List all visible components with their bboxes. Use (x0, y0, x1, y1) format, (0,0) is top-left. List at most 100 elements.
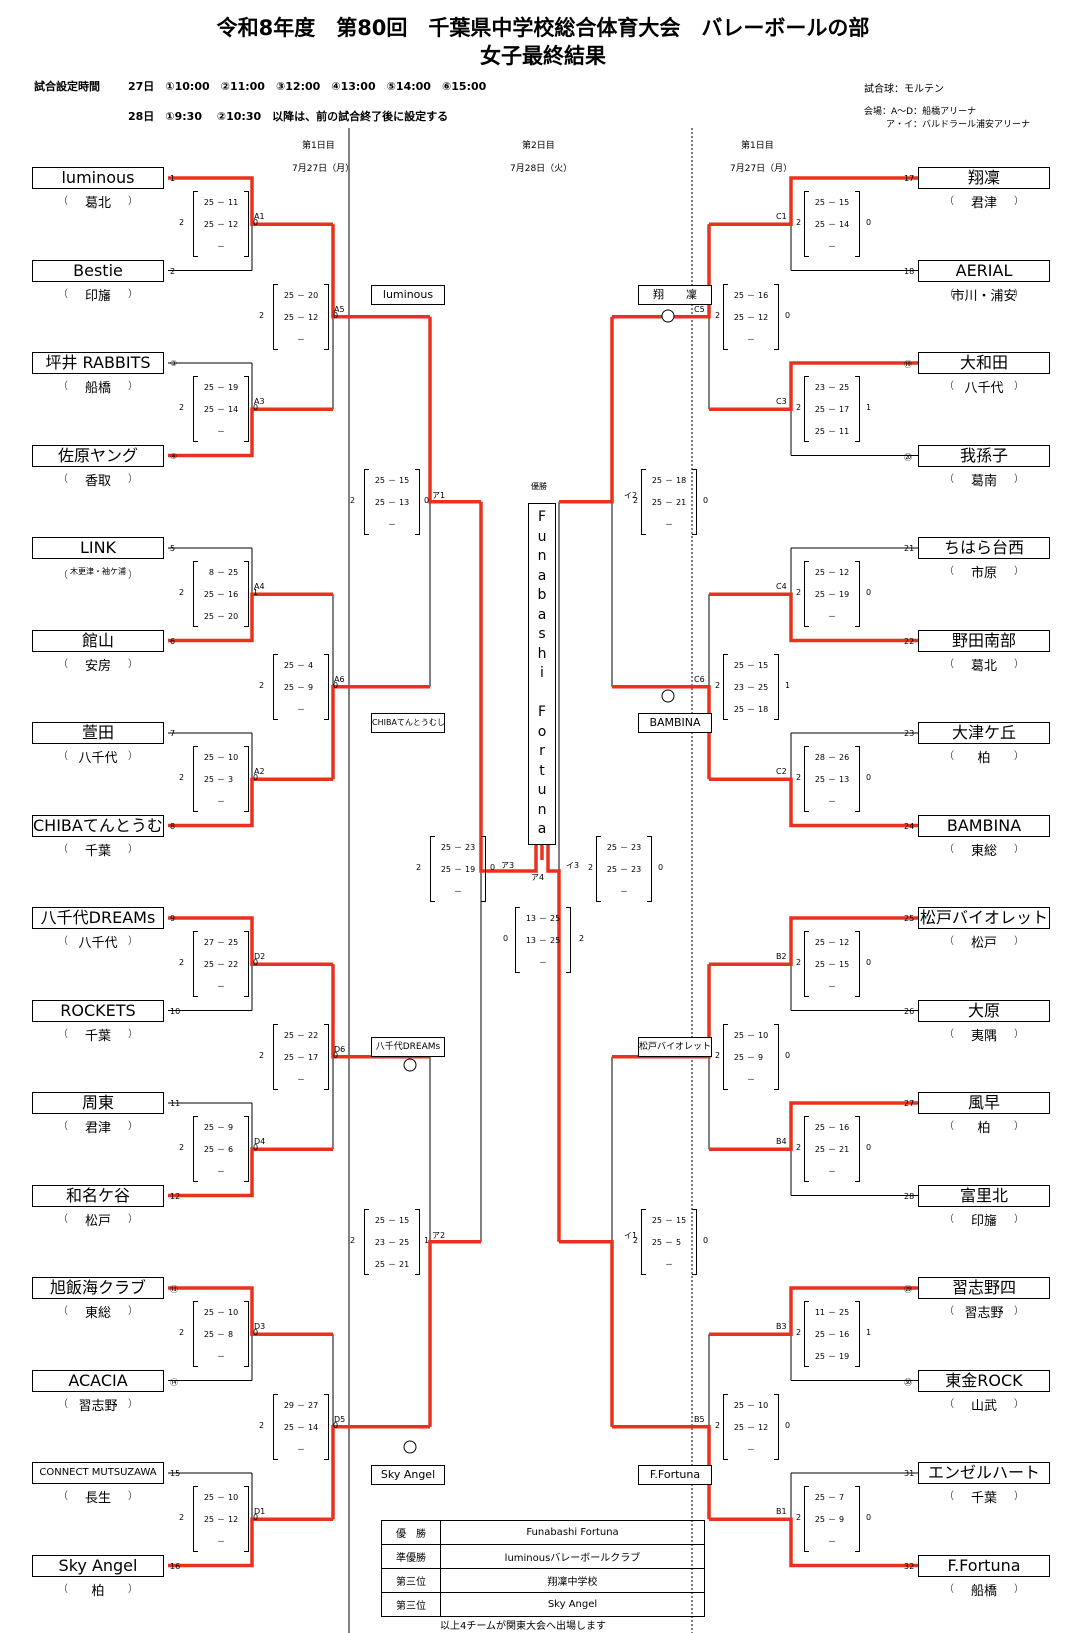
score-right: 18 (758, 704, 769, 714)
score-right: 22 (308, 1030, 319, 1040)
paren-close: ） (1014, 1121, 1024, 1132)
score-right: 23 (631, 865, 642, 874)
team-region: （松戸） (918, 932, 1050, 951)
team-region: （君津） (32, 1117, 164, 1136)
team-region-name: 葛北 (970, 658, 997, 674)
mid-day-date: 7月28日（火） (510, 164, 573, 174)
score-row: － (729, 1074, 773, 1085)
sets-won-left: 2 (796, 773, 802, 783)
score-left: 25 (440, 865, 451, 874)
sets-won-right: 1 (785, 680, 791, 690)
team-region: （市原） (918, 562, 1050, 581)
score-dash: － (217, 938, 225, 948)
bracket-left (273, 1023, 278, 1090)
bracket-right (244, 1486, 249, 1553)
match-label: A6 (334, 674, 345, 684)
bracket-left (273, 653, 278, 720)
score-dash: － (217, 1145, 225, 1155)
score-dash: － (217, 198, 225, 208)
sets-won-right: 0 (703, 1235, 709, 1245)
match-label: D3 (254, 1322, 266, 1332)
team-region-name: 千葉 (84, 1028, 111, 1044)
team-region: （八千代） (32, 932, 164, 951)
score-right: 15 (839, 198, 850, 208)
score-dash: － (747, 1030, 755, 1040)
score-left: 25 (203, 1330, 214, 1340)
score-left: 25 (733, 312, 744, 322)
team-region-name: 君津 (970, 196, 997, 211)
sets-won-right: 0 (253, 218, 259, 228)
bracket-left (641, 468, 646, 535)
sets-won-right: 0 (866, 1143, 872, 1153)
score-dash: － (665, 1259, 673, 1269)
team-name: 大和田 (918, 352, 1050, 374)
team-region: （葛南） (918, 470, 1050, 489)
team-name: 和名ケ谷 (32, 1184, 164, 1207)
team-seed: 9 (170, 914, 176, 923)
score-right: 25 (399, 1237, 410, 1247)
match-label: ア3 (501, 861, 515, 870)
team-region-name: 柏 (977, 751, 991, 766)
team-seed: 7 (170, 729, 176, 738)
score-row: 25－15 (370, 475, 414, 486)
sets-won-right: 0 (253, 403, 259, 413)
score-row: 25－15 (729, 660, 773, 671)
score-row: 25－10 (729, 1400, 773, 1411)
paren-close: ） (1014, 751, 1024, 762)
paren-open: （ (944, 566, 954, 577)
score-dash: － (217, 1493, 225, 1503)
score-right: 25 (839, 383, 850, 393)
sets-won-left: 2 (715, 310, 721, 320)
champion-name: F u n a b a s h i F o r t u n a (528, 503, 556, 845)
match-label: ア1 (432, 490, 446, 500)
score-dash: － (828, 405, 836, 415)
score-row: 25－21 (647, 497, 691, 508)
score-right: 23 (631, 843, 642, 852)
paren-open: （ (58, 843, 68, 855)
bracket-right (774, 1023, 779, 1090)
score-left: 25 (203, 753, 214, 763)
paren-close: ） (128, 658, 138, 670)
score-row: 25－20 (199, 611, 243, 622)
score-row: 25－11 (199, 197, 243, 208)
score-row: － (199, 1536, 243, 1547)
score-left: 25 (606, 843, 617, 852)
team-seed: 27 (904, 1099, 915, 1108)
paren-open: （ (944, 473, 954, 485)
paren-open: （ (58, 570, 68, 581)
team-name: Bestie (32, 259, 164, 282)
team-region-name: 習志野 (964, 1306, 1004, 1321)
team-seed: ⑳ (904, 452, 912, 462)
bracket-right (855, 376, 860, 443)
team-name: ROCKETS (32, 999, 164, 1022)
team-region: （柏） (32, 1580, 164, 1599)
round2-name-sky-angel: Sky Angel (371, 1465, 445, 1485)
team-name: 松戸バイオレット (918, 907, 1050, 929)
bracket-left (193, 561, 198, 628)
bracket-left (364, 468, 369, 535)
score-dash: － (454, 865, 462, 874)
match-label: イ1 (624, 1230, 638, 1240)
score-left: 25 (814, 568, 825, 578)
paren-open: （ (58, 288, 68, 300)
score-left: 25 (374, 1215, 385, 1225)
score-dash: － (747, 660, 755, 670)
bracket-right (566, 907, 571, 973)
score-right: 12 (758, 312, 769, 322)
team-seed: 10 (170, 1006, 181, 1016)
team-seed: 15 (170, 1469, 181, 1478)
sets-won-left: 2 (179, 218, 185, 228)
score-row: 25－19 (436, 864, 480, 875)
team-name: ACACIA (32, 1369, 164, 1392)
score-dash: － (297, 1030, 305, 1040)
bracket-left (804, 1116, 809, 1183)
team-region-name: 木更津・袖ケ浦 (70, 567, 126, 576)
match-label: C5 (694, 304, 705, 314)
